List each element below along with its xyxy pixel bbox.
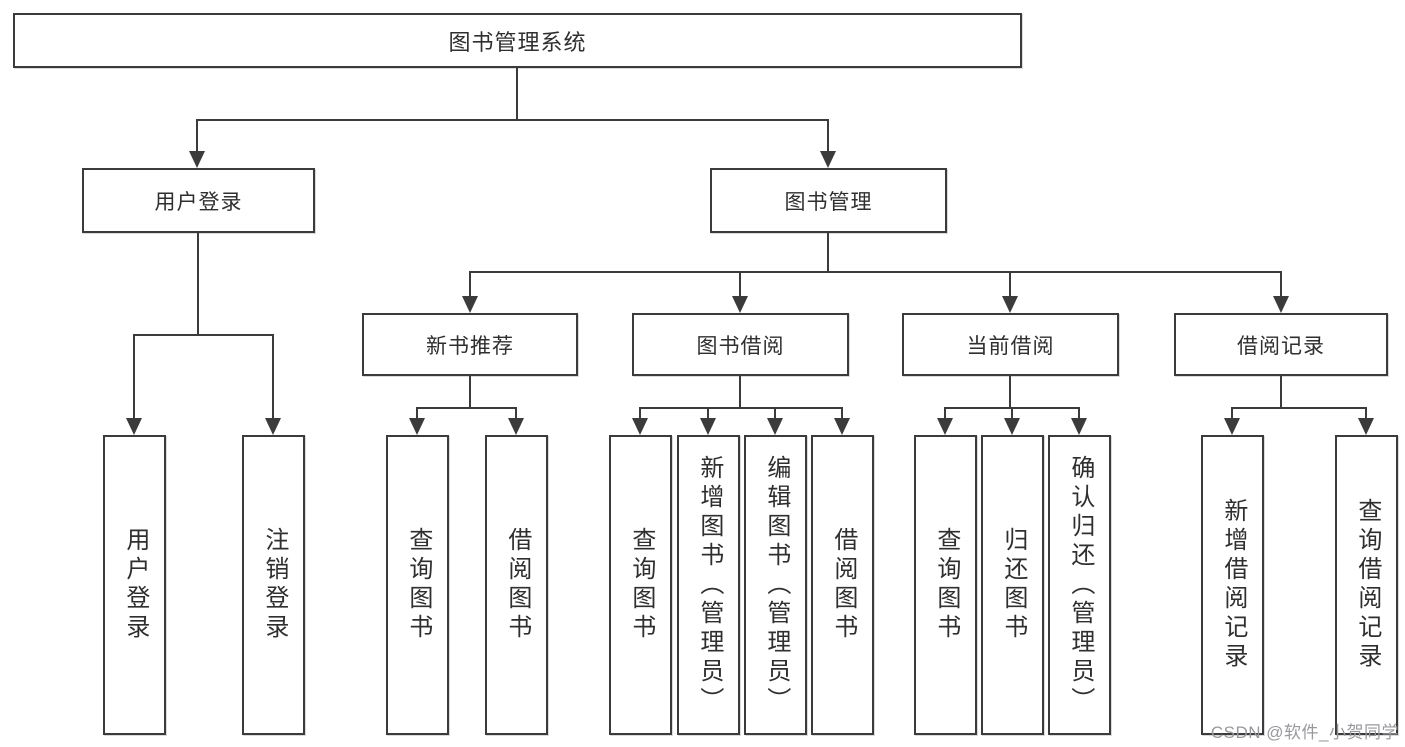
edge-borrow-records-stem [1280, 376, 1282, 409]
edge-drop-return-books [1011, 407, 1013, 421]
edge-root-stem [516, 68, 518, 121]
leaf-confirm-return-admin: 确认归还（管理员） [1048, 435, 1111, 735]
edge-drop-edit-book-admin [774, 407, 776, 421]
arrowhead-book-borrow [732, 296, 748, 313]
arrowhead-leaf-user-login [126, 418, 142, 435]
watermark-text: CSDN @软件_小贺同学 [1210, 723, 1399, 742]
edge-new-book-stem [469, 376, 471, 409]
arrowhead-query-books-3 [937, 418, 953, 435]
node-root: 图书管理系统 [13, 13, 1022, 68]
leaf-add-borrow-record: 新增借阅记录 [1201, 435, 1264, 735]
edge-drop-query-books-1 [416, 407, 418, 421]
arrowhead-borrow-books-1 [508, 418, 524, 435]
leaf-edit-book-admin: 编辑图书（管理员） [744, 435, 807, 735]
arrowhead-query-books-1 [409, 418, 425, 435]
leaf-borrow-books-1-label: 借阅图书 [503, 527, 531, 643]
leaf-borrow-books-2: 借阅图书 [811, 435, 874, 735]
node-user-login-label: 用户登录 [154, 190, 243, 214]
arrowhead-edit-book-admin [767, 418, 783, 435]
edge-root-rail [197, 119, 829, 121]
node-borrow-records-label: 借阅记录 [1237, 334, 1325, 358]
leaf-logout: 注销登录 [242, 435, 305, 735]
leaf-add-borrow-record-label: 新增借阅记录 [1219, 498, 1247, 672]
arrowhead-book-management [820, 151, 836, 168]
arrowhead-borrow-records [1273, 296, 1289, 313]
leaf-query-books-3-label: 查询图书 [932, 527, 960, 643]
arrowhead-add-borrow-record [1224, 418, 1240, 435]
node-book-borrow-label: 图书借阅 [696, 334, 785, 358]
edge-drop-user-login [196, 119, 198, 153]
leaf-query-borrow-record: 查询借阅记录 [1335, 435, 1398, 735]
leaf-user-login-label: 用户登录 [121, 527, 149, 643]
node-book-management-label: 图书管理 [784, 190, 873, 214]
leaf-query-books-1-label: 查询图书 [404, 527, 432, 643]
edge-user-login-stem [197, 233, 199, 336]
edge-drop-leaf-logout [272, 334, 274, 420]
leaf-borrow-books-1: 借阅图书 [485, 435, 548, 735]
leaf-user-login: 用户登录 [103, 435, 166, 735]
arrowhead-current-borrow [1002, 296, 1018, 313]
edge-drop-query-books-2 [639, 407, 641, 421]
edge-current-borrow-stem [1009, 376, 1011, 409]
edge-book-management-stem [827, 233, 829, 273]
edge-drop-borrow-books-1 [515, 407, 517, 421]
node-current-borrow: 当前借阅 [902, 313, 1119, 376]
edge-drop-book-borrow [739, 271, 741, 298]
node-root-label: 图书管理系统 [448, 29, 587, 55]
edge-new-book-rail [416, 407, 517, 409]
node-book-management: 图书管理 [710, 168, 947, 233]
edge-drop-leaf-user-login [133, 334, 135, 420]
edge-drop-book-management [827, 119, 829, 153]
node-current-borrow-label: 当前借阅 [966, 334, 1055, 358]
arrowhead-query-borrow-record [1358, 418, 1374, 435]
arrowhead-return-books [1004, 418, 1020, 435]
edge-drop-borrow-books-2 [841, 407, 843, 421]
edge-drop-add-book-admin [707, 407, 709, 421]
arrowhead-new-book-recommend [462, 296, 478, 313]
edge-drop-add-borrow-record [1231, 407, 1233, 421]
leaf-edit-book-admin-label: 编辑图书（管理员） [762, 454, 790, 716]
node-book-borrow: 图书借阅 [632, 313, 849, 376]
leaf-query-books-2-label: 查询图书 [627, 527, 655, 643]
node-new-book-recommend: 新书推荐 [362, 313, 578, 376]
edge-book-management-rail [469, 271, 1282, 273]
node-new-book-recommend-label: 新书推荐 [426, 334, 514, 358]
edge-borrow-records-rail [1231, 407, 1367, 409]
leaf-add-book-admin: 新增图书（管理员） [677, 435, 740, 735]
edge-drop-current-borrow [1009, 271, 1011, 298]
edge-drop-borrow-records [1280, 271, 1282, 298]
leaf-return-books: 归还图书 [981, 435, 1044, 735]
arrowhead-add-book-admin [700, 418, 716, 435]
leaf-logout-label: 注销登录 [260, 527, 288, 643]
edge-book-borrow-stem [739, 376, 741, 409]
leaf-query-borrow-record-label: 查询借阅记录 [1353, 498, 1381, 672]
edge-user-login-rail [133, 334, 274, 336]
edge-book-borrow-rail [639, 407, 843, 409]
edge-drop-confirm-return [1078, 407, 1080, 421]
node-borrow-records: 借阅记录 [1174, 313, 1388, 376]
leaf-query-books-2: 查询图书 [609, 435, 672, 735]
edge-drop-query-books-3 [944, 407, 946, 421]
leaf-query-books-1: 查询图书 [386, 435, 449, 735]
leaf-add-book-admin-label: 新增图书（管理员） [695, 454, 723, 716]
node-user-login: 用户登录 [82, 168, 315, 233]
edge-drop-new-book-recommend [469, 271, 471, 298]
arrowhead-query-books-2 [632, 418, 648, 435]
edge-drop-query-borrow-record [1365, 407, 1367, 421]
arrowhead-user-login [189, 151, 205, 168]
arrowhead-confirm-return [1071, 418, 1087, 435]
leaf-confirm-return-admin-label: 确认归还（管理员） [1066, 454, 1094, 716]
leaf-return-books-label: 归还图书 [999, 527, 1027, 643]
arrowhead-borrow-books-2 [834, 418, 850, 435]
leaf-borrow-books-2-label: 借阅图书 [829, 527, 857, 643]
arrowhead-leaf-logout [265, 418, 281, 435]
leaf-query-books-3: 查询图书 [914, 435, 977, 735]
